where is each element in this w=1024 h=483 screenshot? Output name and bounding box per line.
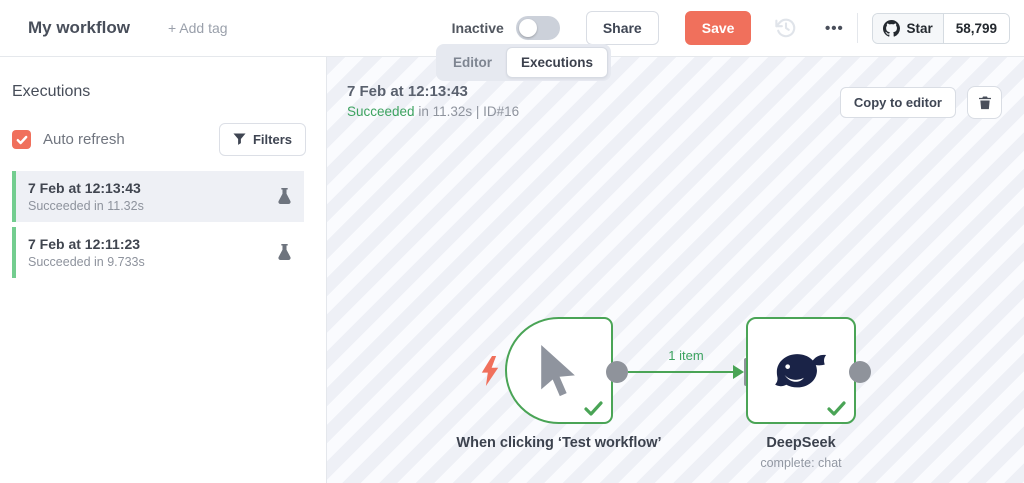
status-succeeded: Succeeded <box>347 104 415 119</box>
header-divider <box>857 13 859 43</box>
success-check-icon <box>827 401 846 416</box>
github-star-button[interactable]: Star <box>873 13 944 43</box>
trigger-bolt-icon <box>481 356 499 386</box>
copy-to-editor-button[interactable]: Copy to editor <box>839 87 956 118</box>
trigger-output-connector[interactable] <box>606 361 628 383</box>
connection-items-label: 1 item <box>668 348 704 363</box>
success-check-icon <box>584 401 603 416</box>
active-state-label: Inactive <box>451 20 504 36</box>
filter-icon <box>233 133 246 145</box>
save-button[interactable]: Save <box>684 11 752 45</box>
github-star-count[interactable]: 58,799 <box>943 13 1009 43</box>
auto-refresh-checkbox[interactable] <box>12 130 31 149</box>
history-icon[interactable] <box>771 13 801 43</box>
execution-header-status: Succeeded in 11.32s | ID#16 <box>347 104 519 119</box>
execution-status: Succeeded in 11.32s <box>28 199 144 213</box>
execution-header: 7 Feb at 12:13:43 Succeeded in 11.32s | … <box>347 83 519 119</box>
test-flask-icon <box>278 244 291 260</box>
trigger-node-label: When clicking ‘Test workflow’ <box>456 435 662 451</box>
deepseek-node-sublabel: complete: chat <box>760 456 842 470</box>
status-meta: in 11.32s | ID#16 <box>414 104 520 119</box>
execution-list-item[interactable]: 7 Feb at 12:11:23 Succeeded in 9.733s <box>12 227 304 278</box>
filters-label: Filters <box>252 132 292 147</box>
execution-time: 7 Feb at 12:13:43 <box>28 180 141 196</box>
connection-arrow <box>733 365 744 379</box>
sidebar-heading: Executions <box>12 83 91 100</box>
active-toggle[interactable] <box>515 16 560 40</box>
github-icon <box>883 19 901 37</box>
auto-refresh-label[interactable]: Auto refresh <box>43 131 125 148</box>
deepseek-node-label: DeepSeek <box>766 435 836 451</box>
workflow-title[interactable]: My workflow <box>28 18 131 37</box>
connection-line[interactable] <box>628 371 736 373</box>
deepseek-output-connector[interactable] <box>849 361 871 383</box>
top-bar: My workflow + Add tag Inactive Share Sav… <box>0 0 1024 57</box>
test-flask-icon <box>278 188 291 204</box>
trash-icon <box>978 96 991 110</box>
toggle-knob <box>518 19 537 37</box>
delete-execution-button[interactable] <box>967 86 1002 119</box>
execution-canvas[interactable]: 7 Feb at 12:13:43 Succeeded in 11.32s | … <box>327 57 1024 483</box>
execution-list: 7 Feb at 12:13:43 Succeeded in 11.32s 7 … <box>0 171 326 278</box>
tab-editor[interactable]: Editor <box>453 55 492 70</box>
share-button[interactable]: Share <box>585 11 659 45</box>
editor-executions-tabs: Editor Executions <box>436 44 612 81</box>
execution-header-title: 7 Feb at 12:13:43 <box>347 83 468 100</box>
github-star-widget[interactable]: Star 58,799 <box>872 12 1010 44</box>
add-tag-button[interactable]: + Add tag <box>168 20 228 36</box>
execution-time: 7 Feb at 12:11:23 <box>28 236 141 252</box>
github-star-label: Star <box>906 20 933 36</box>
execution-status: Succeeded in 9.733s <box>28 255 145 269</box>
check-icon <box>16 135 27 144</box>
node-manual-trigger[interactable] <box>505 317 613 424</box>
filters-button[interactable]: Filters <box>218 123 306 156</box>
execution-list-item[interactable]: 7 Feb at 12:13:43 Succeeded in 11.32s <box>12 171 304 222</box>
tab-executions[interactable]: Executions <box>506 47 609 78</box>
more-options-icon[interactable]: ••• <box>825 19 844 37</box>
node-deepseek[interactable] <box>746 317 856 424</box>
cursor-icon <box>541 344 575 396</box>
executions-sidebar: Executions Auto refresh Filters 7 Feb at… <box>0 57 327 483</box>
deepseek-whale-icon <box>775 353 827 387</box>
